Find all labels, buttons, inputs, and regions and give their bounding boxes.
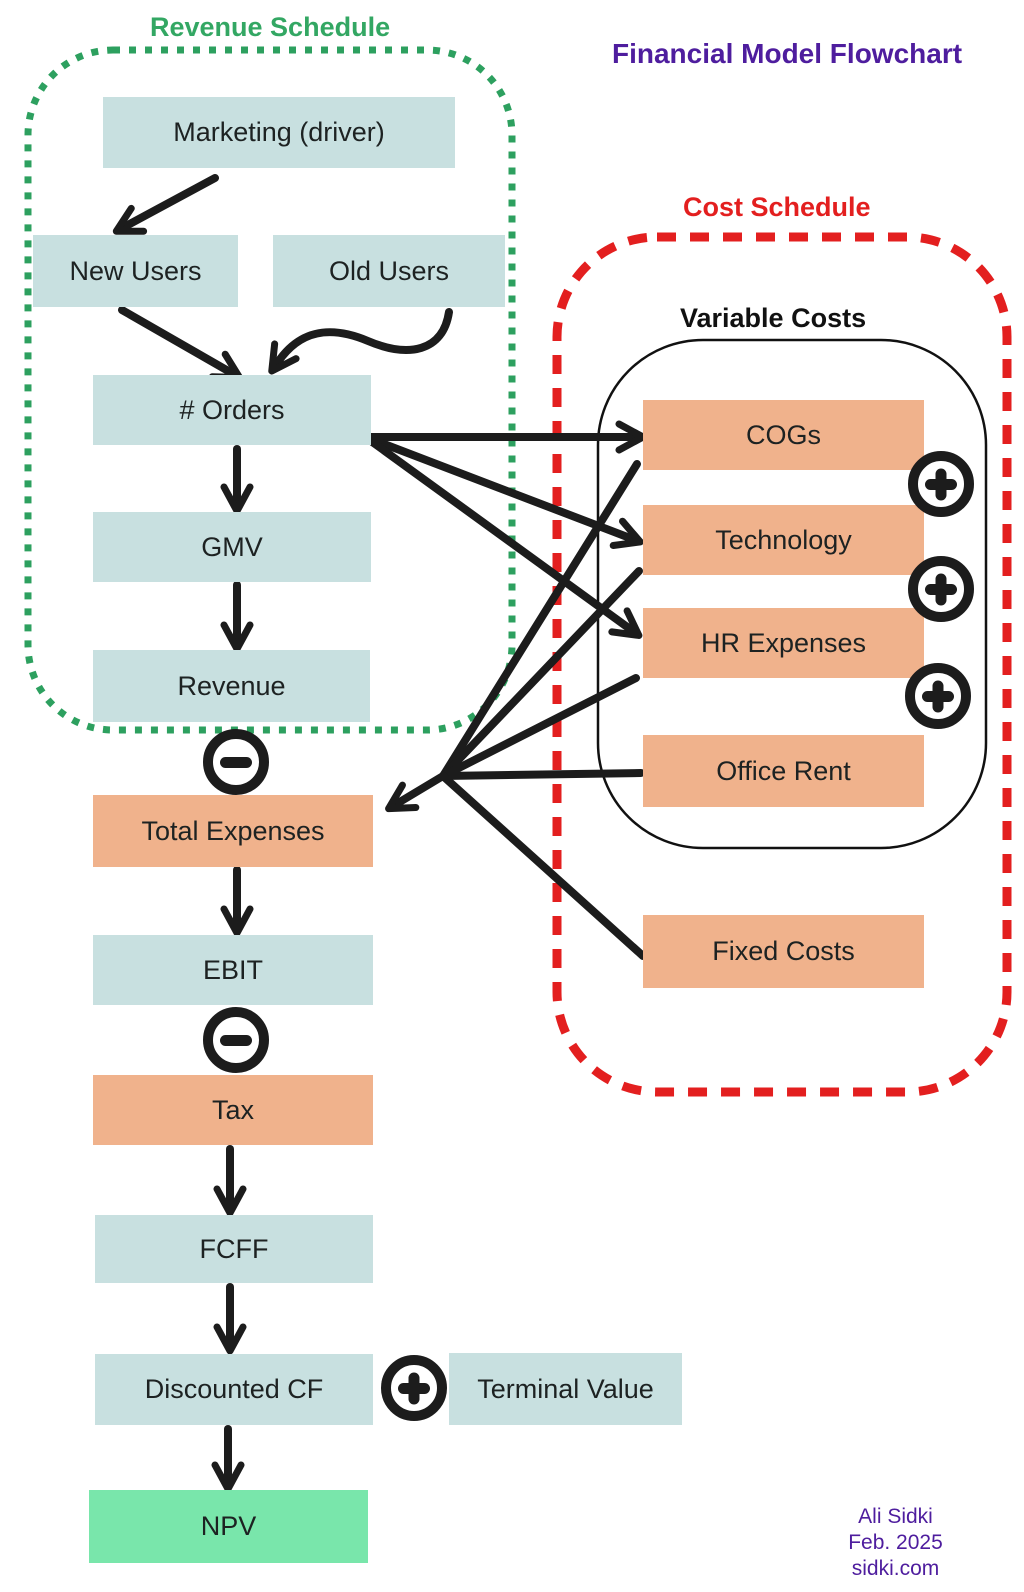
- minus-icon: [203, 729, 269, 795]
- flow-arrows: [112, 174, 647, 1493]
- cost-schedule-label: Cost Schedule: [683, 192, 871, 222]
- plus-icon: [908, 556, 974, 622]
- node-fixed-costs-label: Fixed Costs: [712, 936, 855, 966]
- node-npv-label: NPV: [200, 1511, 257, 1541]
- node-old-users-label: Old Users: [328, 255, 450, 286]
- page-title: Financial Model Flowchart: [612, 38, 963, 69]
- node-terminal-value: Terminal Value: [449, 1353, 682, 1425]
- node-fixed-costs: Fixed Costs: [643, 915, 924, 988]
- plus-bar-v: [408, 1372, 420, 1404]
- node-hr-expenses-label: HR Expenses: [700, 627, 867, 658]
- variable-costs-label: Variable Costs: [680, 303, 867, 333]
- credits-website: sidki.com: [851, 1557, 940, 1580]
- plus-bar-v: [935, 573, 947, 605]
- node-npv: NPV: [89, 1490, 368, 1563]
- node-gmv-label: GMV: [201, 531, 263, 562]
- node-revenue: Revenue: [93, 650, 370, 722]
- node-terminal-value-label: Terminal Value: [477, 1373, 654, 1404]
- node-gmv: GMV: [93, 512, 371, 582]
- node-fcff: FCFF: [95, 1215, 373, 1283]
- plus-icon: [905, 663, 971, 729]
- node-hr-expenses: HR Expenses: [643, 608, 924, 678]
- node-new-users-label: New Users: [69, 255, 202, 286]
- node-discounted-cf: Discounted CF: [95, 1354, 373, 1425]
- minus-bar: [220, 1034, 252, 1046]
- revenue-schedule-label: Revenue Schedule: [150, 12, 391, 42]
- cost-schedule-border: [552, 232, 1012, 1097]
- node-orders-label: # Orders: [179, 394, 285, 425]
- minus-icon: [203, 1007, 269, 1073]
- node-office-rent-label: Office Rent: [716, 755, 851, 786]
- node-old-users: Old Users: [273, 235, 505, 307]
- variable-costs-border: [596, 338, 988, 850]
- node-cogs: COGs: [643, 400, 924, 470]
- credits-author: Ali Sidki: [858, 1505, 933, 1528]
- node-tax: Tax: [93, 1075, 373, 1145]
- node-total-expenses-label: Total Expenses: [141, 815, 325, 846]
- plus-bar-v: [932, 680, 944, 712]
- node-ebit-label: EBIT: [202, 954, 263, 985]
- cost-join-lines: [439, 460, 647, 960]
- node-office-rent: Office Rent: [643, 735, 924, 807]
- plus-icon: [908, 451, 974, 517]
- node-orders: # Orders: [93, 375, 371, 445]
- plus-icon: [381, 1355, 447, 1421]
- node-fcff-label: FCFF: [199, 1233, 269, 1264]
- node-technology: Technology: [643, 505, 924, 575]
- plus-bar-v: [935, 468, 947, 500]
- node-tax-label: Tax: [211, 1094, 255, 1125]
- node-revenue-label: Revenue: [177, 670, 286, 701]
- credits-date: Feb. 2025: [848, 1531, 943, 1554]
- node-ebit: EBIT: [93, 935, 373, 1005]
- node-new-users: New Users: [33, 235, 238, 307]
- revenue-schedule-border: [24, 46, 516, 734]
- node-marketing: Marketing (driver): [103, 97, 455, 168]
- minus-bar: [220, 756, 252, 768]
- node-technology-label: Technology: [715, 524, 852, 555]
- node-cogs-label: COGs: [745, 419, 821, 450]
- node-discounted-cf-label: Discounted CF: [144, 1374, 324, 1404]
- node-marketing-label: Marketing (driver): [173, 117, 385, 147]
- credits: Ali Sidki Feb. 2025 sidki.com: [813, 1504, 978, 1582]
- node-total-expenses: Total Expenses: [93, 795, 373, 867]
